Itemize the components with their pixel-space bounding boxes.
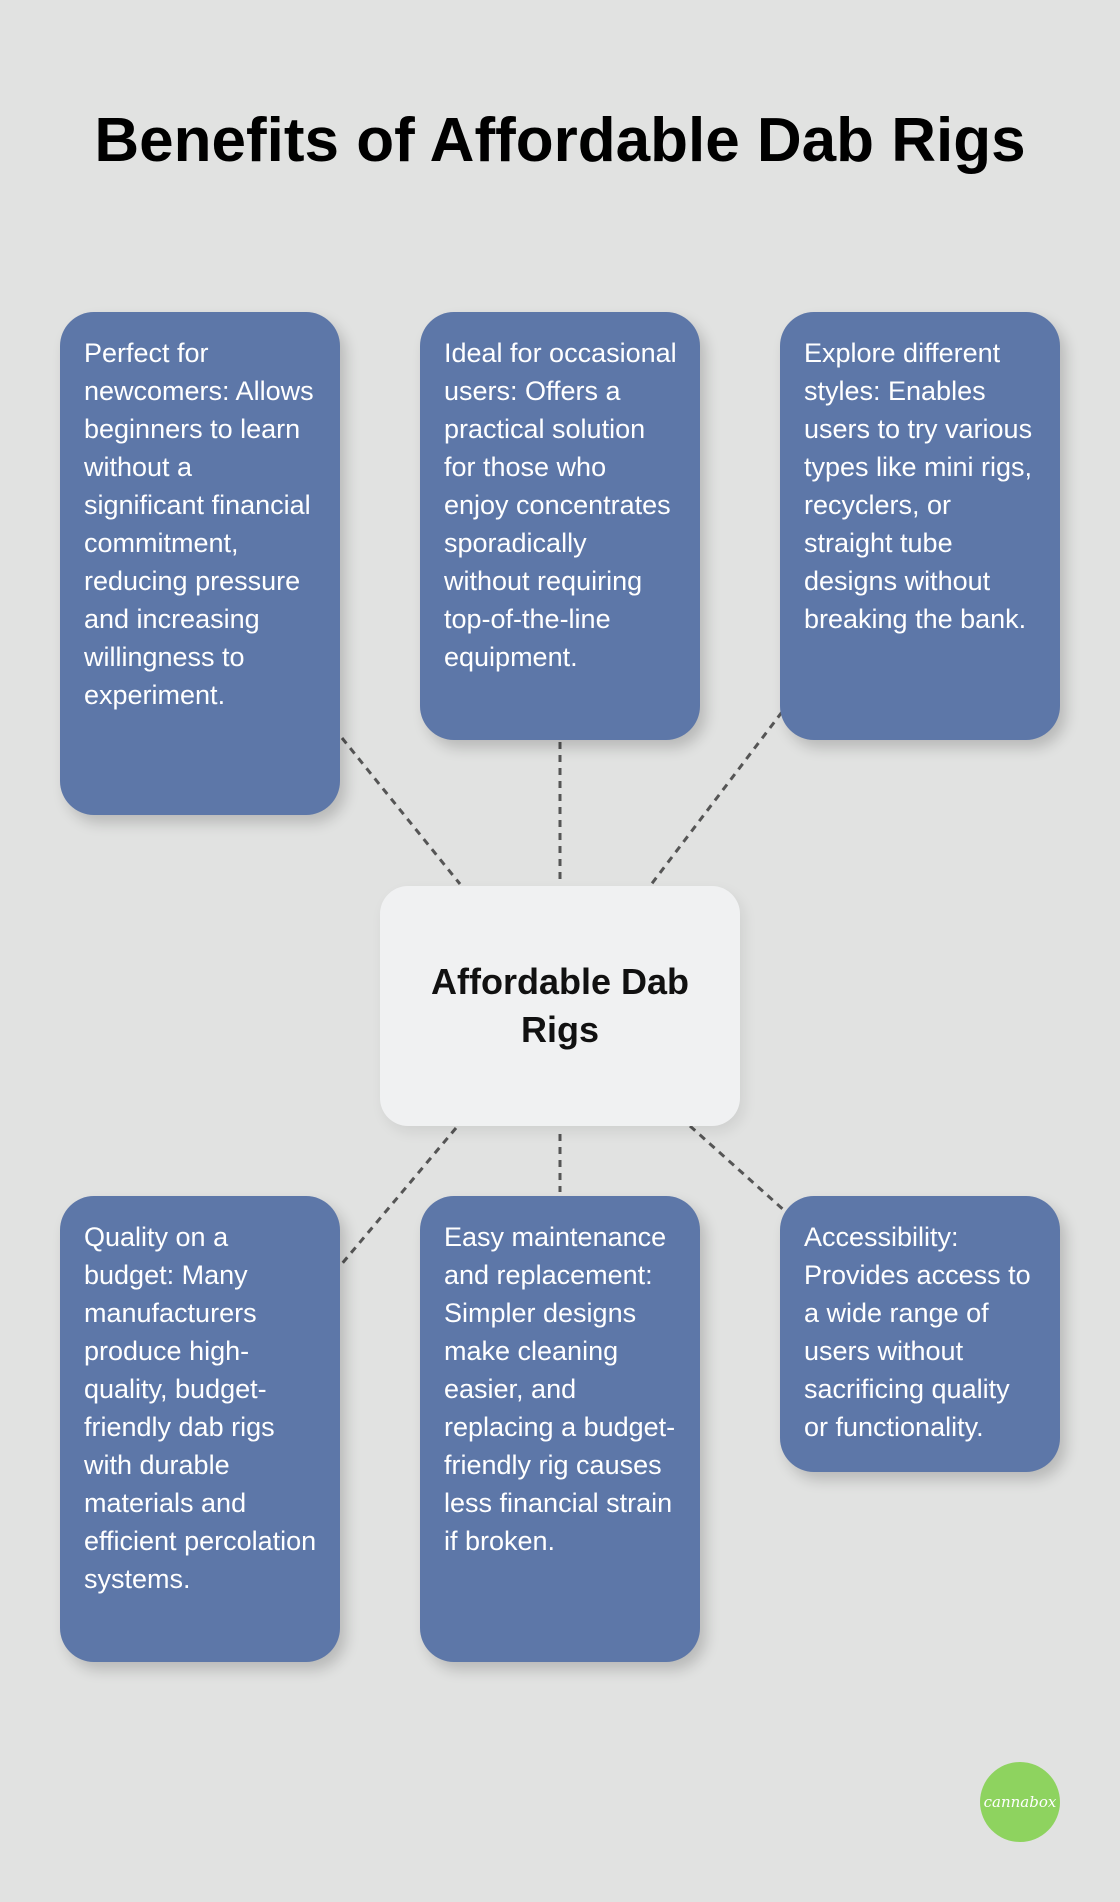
page-title: Benefits of Affordable Dab Rigs <box>94 106 1026 175</box>
benefit-text: Ideal for occasional users: Offers a pra… <box>444 338 677 672</box>
cannabox-logo: cannabox <box>980 1762 1060 1842</box>
benefit-text: Quality on a budget: Many manufacturers … <box>84 1222 317 1594</box>
benefit-card-accessibility: Accessibility: Provides access to a wide… <box>780 1196 1060 1472</box>
benefit-text: Accessibility: Provides access to a wide… <box>804 1222 1031 1442</box>
benefit-card-quality: Quality on a budget: Many manufacturers … <box>60 1196 340 1662</box>
connector-1 <box>340 737 462 885</box>
benefit-card-occasional: Ideal for occasional users: Offers a pra… <box>420 312 700 740</box>
benefit-text: Easy maintenance and replacement: Simple… <box>444 1222 676 1556</box>
connector-6 <box>688 1124 788 1214</box>
benefit-card-styles: Explore different styles: Enables users … <box>780 312 1060 740</box>
benefit-text: Explore different styles: Enables users … <box>804 338 1033 634</box>
connector-3 <box>648 711 784 887</box>
connector-4 <box>338 1127 458 1267</box>
benefit-card-maintenance: Easy maintenance and replacement: Simple… <box>420 1196 700 1662</box>
benefit-text: Perfect for newcomers: Allows beginners … <box>84 338 314 710</box>
benefit-card-newcomers: Perfect for newcomers: Allows beginners … <box>60 312 340 815</box>
central-node: Affordable Dab Rigs <box>380 886 740 1126</box>
